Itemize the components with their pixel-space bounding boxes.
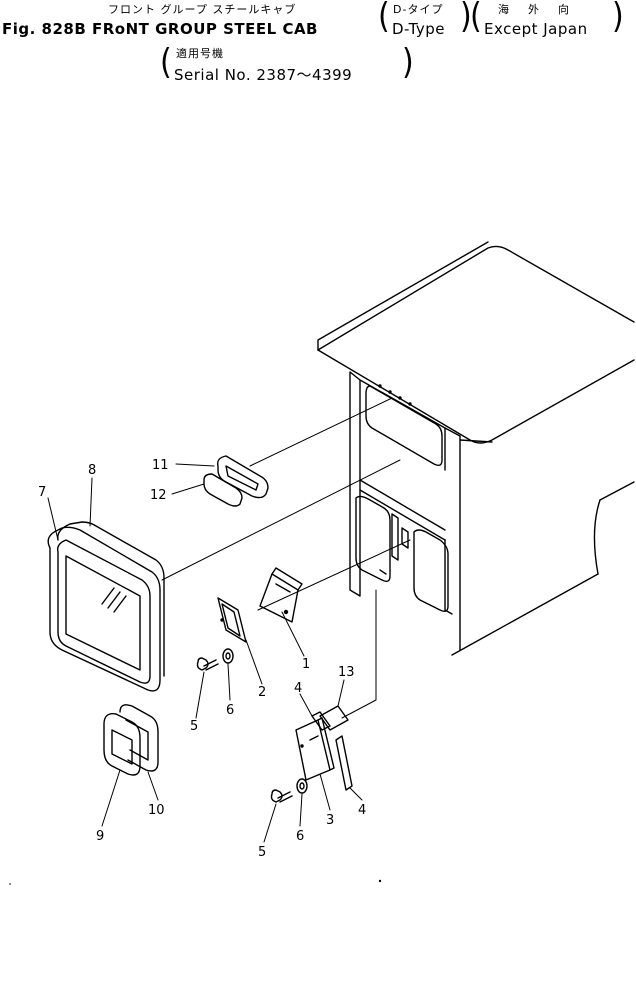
market-japanese: 海 外 向 <box>498 3 573 16</box>
scan-marks <box>9 879 382 885</box>
market-label: Except Japan <box>484 20 588 38</box>
figure-title: Fig. 828B FRoNT GROUP STEEL CAB <box>2 20 318 38</box>
bracket-left: ( <box>378 0 390 37</box>
bracket-right: ) <box>402 42 414 83</box>
bolt-lower <box>270 789 293 803</box>
type-japanese: D-タイプ <box>393 3 444 16</box>
callout-1: 1 <box>302 657 310 672</box>
lower-window-glass <box>103 713 141 776</box>
serial-japanese: 適用号機 <box>176 47 224 60</box>
window-weatherstrip <box>57 521 165 677</box>
leader-lines <box>161 397 411 719</box>
callout-13: 13 <box>338 665 355 680</box>
callout-4: 4 <box>358 803 366 818</box>
callout-6: 6 <box>226 703 234 718</box>
title-japanese: フロント グループ スチールキャブ <box>108 3 297 16</box>
seal <box>319 705 349 731</box>
callout-2: 2 <box>258 685 266 700</box>
callout-9: 9 <box>96 829 104 844</box>
callout-11: 11 <box>152 458 169 473</box>
bolt-upper <box>196 657 219 671</box>
cover-plate <box>295 717 335 781</box>
bracket-left: ( <box>160 42 172 83</box>
bracket-left: ( <box>470 0 482 37</box>
callout-8: 8 <box>88 463 96 478</box>
serial-number-range: Serial No. 2387～4399 <box>174 66 353 84</box>
small-window-glass <box>203 473 243 507</box>
callout-6: 6 <box>296 829 304 844</box>
plate <box>217 597 247 643</box>
washer-upper <box>222 648 234 664</box>
strip-upper <box>311 711 331 731</box>
steel-cab-body <box>317 241 635 656</box>
callout-10: 10 <box>148 803 165 818</box>
lower-window-seal <box>119 704 159 772</box>
callout-4: 4 <box>294 681 302 696</box>
callout-12: 12 <box>150 488 167 503</box>
window-glass <box>47 526 161 692</box>
callout-5: 5 <box>190 719 198 734</box>
small-window-seal <box>216 455 269 499</box>
callout-5: 5 <box>258 845 266 860</box>
callout-labels: 11 12 7 8 1 2 6 5 4 13 3 4 6 5 9 10 <box>38 458 366 860</box>
strip-side <box>335 735 353 791</box>
callout-7: 7 <box>38 485 46 500</box>
bracket-right: ) <box>612 0 624 37</box>
type-label: D-Type <box>392 20 446 38</box>
callout-leaders <box>47 463 363 843</box>
washer-lower <box>296 778 308 794</box>
bracket-right: ) <box>460 0 472 37</box>
bracket <box>259 567 303 623</box>
callout-3: 3 <box>326 813 334 828</box>
